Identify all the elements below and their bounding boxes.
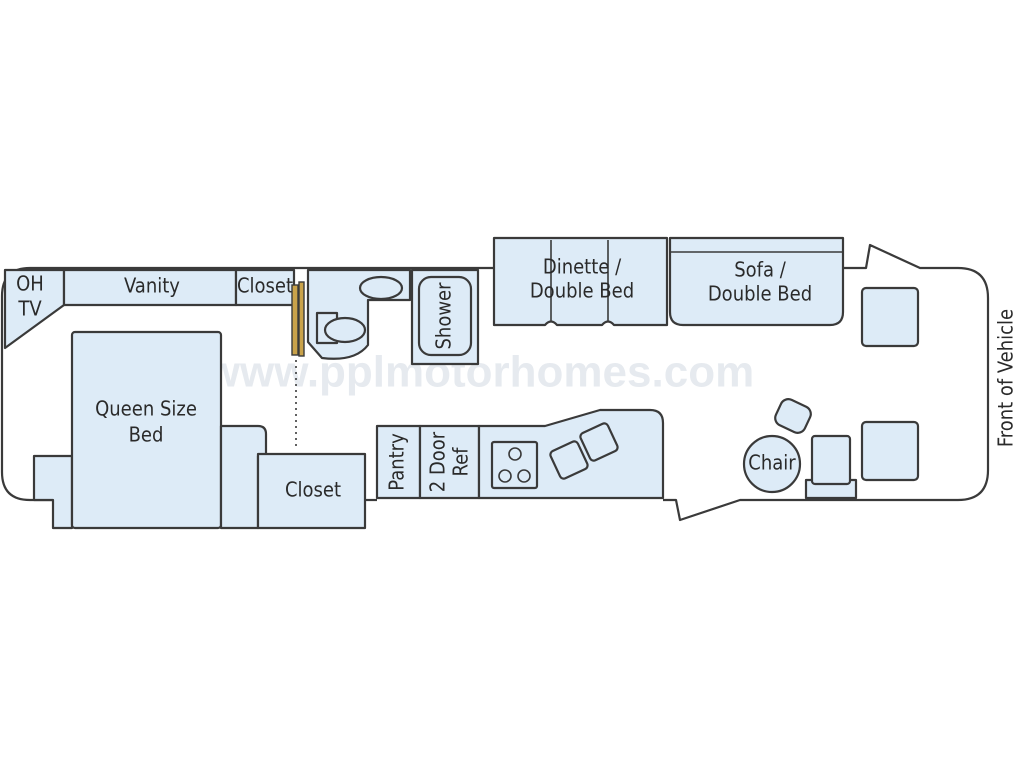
refrigerator: 2 Door Ref [418,424,481,500]
watermark-text: www.pplmotorhomes.com [205,348,754,397]
closet-top-label: Closet [237,274,293,298]
entry-step [804,434,858,500]
front-of-vehicle-label: Front of Vehicle [994,309,1018,447]
closet-bottom-label: Closet [285,478,341,502]
dinette-label-line1: Dinette / [543,255,622,279]
shower-label: Shower [432,282,456,350]
passenger-seat [860,286,920,348]
ref-label-line1: 2 Door [426,431,450,492]
chair: Chair [742,434,802,494]
stove-burner-top [508,447,522,461]
stove-burner-left [498,469,512,483]
vanity-label: Vanity [124,274,180,298]
dinette-double-bed: Dinette / Double Bed [492,236,669,327]
side-table [774,398,812,434]
ref-label-line2: Ref [449,447,473,477]
pantry: Pantry [375,424,422,500]
pantry-label: Pantry [385,433,409,491]
queen-size-bed: Queen Size Bed [32,330,268,530]
chair-label: Chair [748,451,796,475]
vanity: Vanity [62,268,238,307]
kitchen-sink-left [549,440,589,480]
closet-bottom: Closet [256,452,367,530]
queen-bed-label-line2: Bed [129,423,164,447]
sofa-label-line2: Double Bed [708,282,812,306]
nightstand-left [32,454,74,530]
kitchen-sink-right [579,422,619,462]
sofa-double-bed: Sofa / Double Bed [668,236,845,327]
closet-top: Closet [234,268,296,307]
shower: Shower [410,268,480,366]
toilet-bowl [323,316,367,344]
dinette-label-line2: Double Bed [530,279,634,303]
driver-seat [860,420,920,482]
oh-tv-label-line1: OH [16,272,44,296]
stove [490,440,539,490]
sofa-label-line1: Sofa / [734,258,786,282]
queen-bed-label-line1: Queen Size [95,397,197,421]
oh-tv-label-line2: TV [17,297,42,321]
stove-burner-right [517,469,531,483]
kitchen-counter [477,408,665,500]
sink-bowl [358,275,404,301]
bathroom-door [291,281,305,357]
oh-tv-cabinet: OH TV [3,268,66,350]
toilet-room [306,268,412,360]
